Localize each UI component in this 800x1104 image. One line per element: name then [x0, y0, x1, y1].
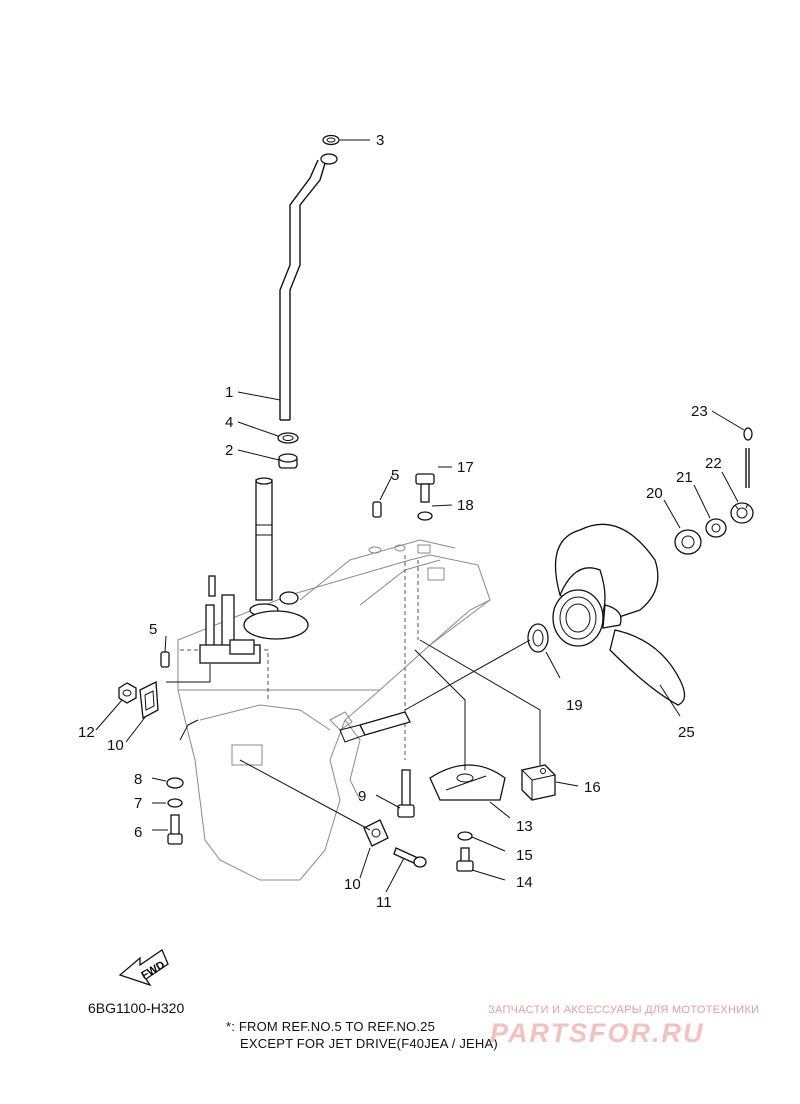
water-tube — [279, 153, 338, 421]
callout-17: 16 — [584, 779, 601, 796]
anode-10 — [363, 819, 389, 847]
callout-labels: 3 1 4 2 5 17 18 23 21 22 20 5 19 25 12 1… — [78, 132, 722, 911]
callout-14: 13 — [516, 818, 533, 835]
callout-11: 10 — [107, 737, 124, 754]
fwd-arrow-icon: FWD — [118, 949, 169, 987]
dowel-pin-5b — [160, 651, 170, 668]
plate-11 — [139, 680, 159, 720]
callout-10: 10 — [344, 876, 361, 893]
dowel-pin-5a — [372, 501, 382, 518]
nut-23 — [730, 502, 754, 524]
callout-6: 6 — [134, 824, 142, 841]
callout-19: 18 — [457, 497, 474, 514]
callout-4: 4 — [225, 414, 233, 431]
callout-5-lower: 5 — [149, 621, 157, 638]
note-line-2: EXCEPT FOR JET DRIVE(F40JEA / JEHA) — [240, 1036, 498, 1051]
watermark-tagline: ЗАПЧАСТИ И АКСЕССУАРЫ ДЛЯ МОТОТЕХНИКИ — [488, 1004, 760, 1016]
callout-12: 11 — [376, 894, 392, 911]
callout-20: 19 — [566, 697, 583, 714]
screw-6 — [167, 814, 183, 845]
cotter-pin-24 — [743, 427, 753, 488]
drive-shaft — [199, 477, 309, 664]
leader-lines — [95, 139, 745, 893]
callout-24: 23 — [691, 403, 708, 420]
propeller-25 — [552, 523, 686, 706]
callout-3: 3 — [376, 132, 384, 149]
callout-22: 21 — [676, 469, 693, 486]
callout-18: 17 — [457, 459, 474, 476]
callout-25: 25 — [678, 724, 695, 741]
lower-housing — [177, 539, 491, 881]
trim-tab-14 — [429, 764, 506, 801]
washer-19 — [417, 511, 433, 521]
nut-13 — [118, 682, 137, 704]
washer-16 — [457, 831, 473, 841]
callout-9: 9 — [358, 788, 366, 805]
propeller-shaft — [339, 711, 411, 743]
note-line-1: *: FROM REF.NO.5 TO REF.NO.25 — [226, 1019, 436, 1034]
callout-1: 1 — [225, 384, 233, 401]
diagram-code: 6BG1100-H320 — [88, 1000, 185, 1016]
callout-23: 22 — [705, 455, 722, 472]
washer-21 — [674, 529, 702, 555]
washer-8 — [166, 777, 184, 789]
washer-22 — [705, 518, 727, 538]
seal-4 — [277, 432, 299, 444]
grommet-3 — [322, 134, 340, 146]
callout-21: 20 — [646, 485, 663, 502]
callout-7: 7 — [134, 795, 142, 812]
callout-8: 8 — [134, 771, 142, 788]
callout-5-upper: 5 — [391, 467, 399, 484]
screw-12 — [393, 847, 427, 868]
callout-15: 14 — [516, 874, 533, 891]
spacer-20 — [527, 623, 549, 653]
bolt-9 — [397, 769, 415, 818]
anode-17 — [521, 764, 556, 801]
washer-7 — [167, 798, 183, 808]
callout-16: 15 — [516, 847, 533, 864]
bolt-18 — [415, 473, 435, 503]
bolt-15 — [456, 847, 474, 872]
callout-2: 2 — [225, 442, 233, 459]
watermark-brand: PARTSFOR.RU — [490, 1018, 705, 1048]
callout-13: 12 — [78, 724, 95, 741]
grommet-2 — [278, 453, 298, 469]
